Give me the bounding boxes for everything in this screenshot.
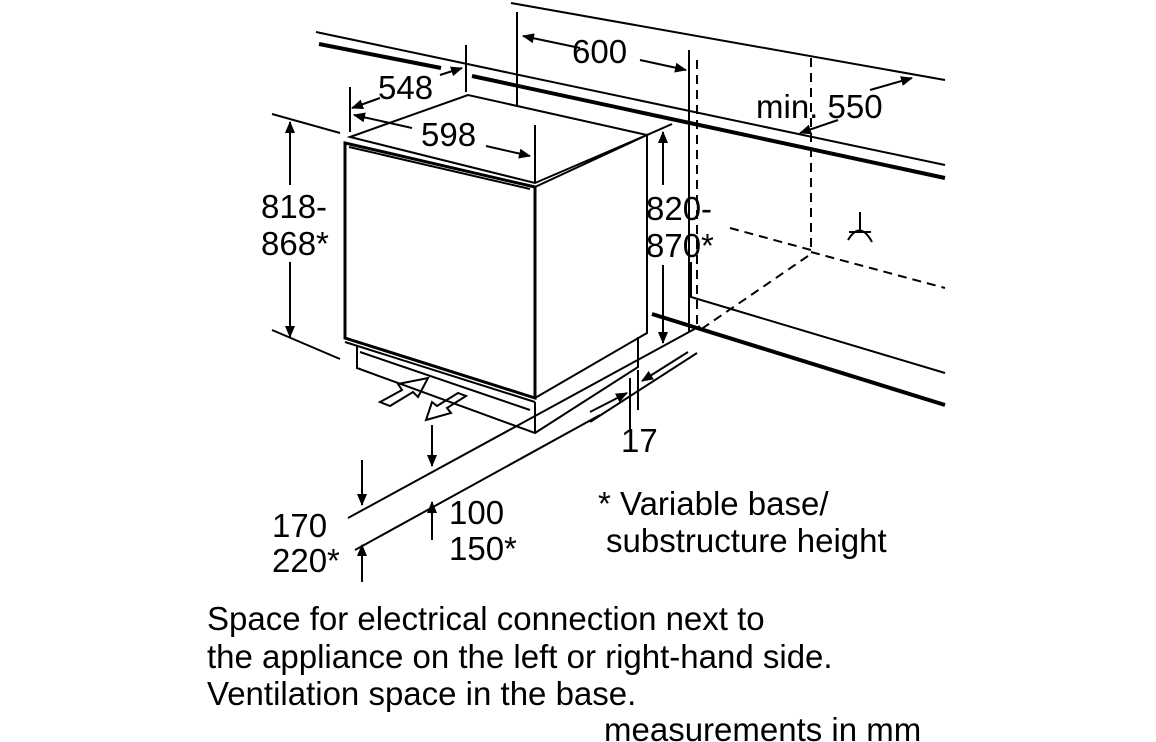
footnote-line-1: * Variable base/ — [598, 485, 829, 522]
dimension-lines — [271, 33, 913, 582]
note-line-3: Ventilation space in the base. — [207, 675, 637, 712]
height-label-2: 868* — [261, 225, 329, 262]
plinth-height-label-1: 100 — [449, 494, 504, 531]
niche-height-label-2: 870* — [646, 227, 714, 264]
note-line-2: the appliance on the left or right-hand … — [207, 638, 833, 675]
niche-lines — [315, 2, 946, 551]
note-line-1: Space for electrical connection next to — [207, 600, 765, 637]
niche-height-label-1: 820- — [646, 190, 712, 227]
base-height-label-1: 170 — [272, 507, 327, 544]
plinth-height-label-2: 150* — [449, 530, 517, 567]
base-height-label-2: 220* — [272, 542, 340, 579]
niche-width-label: 600 — [572, 33, 627, 70]
depth-label: 548 — [378, 69, 433, 106]
height-label-1: 818- — [261, 188, 327, 225]
appliance-cabinet — [343, 93, 651, 435]
footnote-line-2: substructure height — [606, 522, 887, 559]
units-note: measurements in mm — [604, 711, 922, 742]
niche-depth-label: min. 550 — [756, 88, 883, 125]
width-label: 598 — [421, 116, 476, 153]
offset-label: 17 — [621, 422, 658, 459]
ventilation-arrows-icon — [377, 376, 469, 422]
electrical-socket-icon — [847, 212, 873, 243]
